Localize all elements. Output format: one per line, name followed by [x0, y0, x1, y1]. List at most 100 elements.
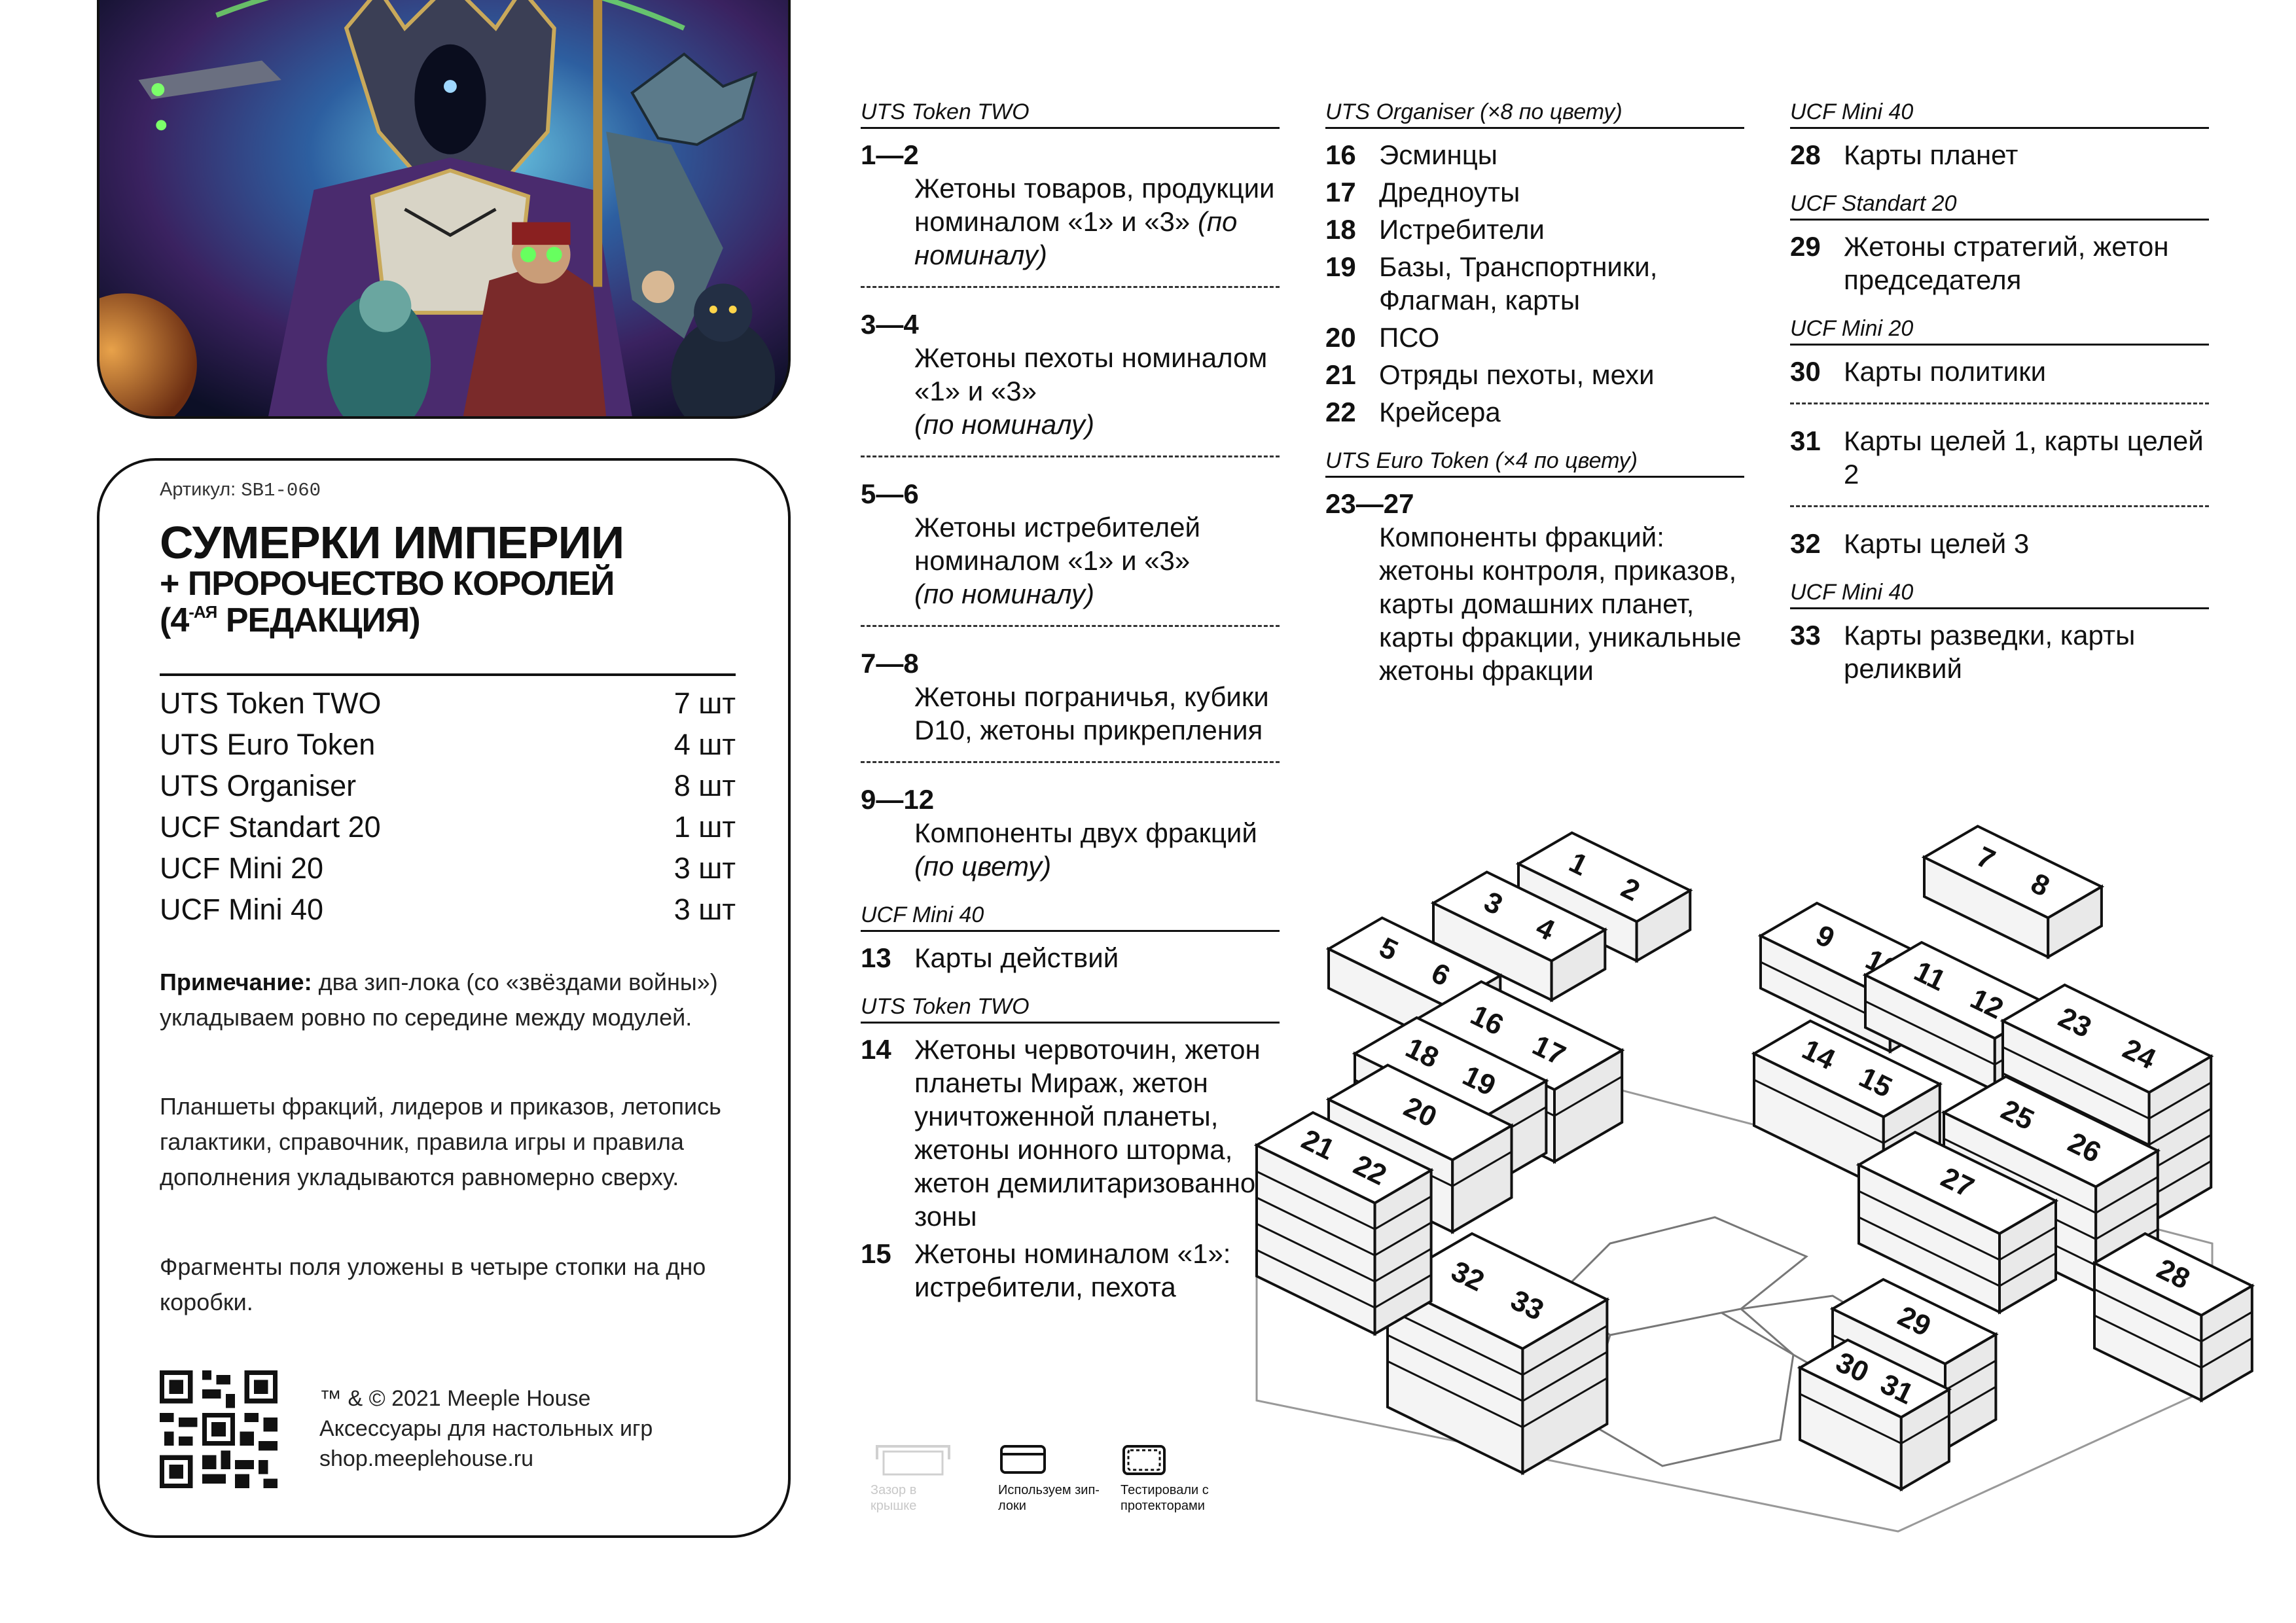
lid-gap-icon [876, 1445, 950, 1476]
credits: ™ & © 2021 Meeple House Аксессуары для н… [319, 1383, 653, 1474]
product-qty: 3 шт [673, 893, 736, 926]
entry-text: Истребители [1379, 214, 1545, 245]
organizer-box: 78 [1921, 825, 2105, 959]
section-heading: UCF Standart 20 [1790, 188, 2209, 221]
section-heading: UTS Organiser (×8 по цвету) [1325, 97, 1744, 129]
product-row: UCF Mini 20 3 шт [160, 847, 736, 889]
box-top-face [1856, 1130, 2059, 1236]
dashed-divider [861, 286, 1280, 288]
product-name: UCF Mini 40 [160, 893, 324, 926]
entry-text-italic: (по номиналу) [914, 579, 1094, 609]
copyright: ™ & © 2021 Meeple House [319, 1386, 591, 1411]
product-name: UCF Mini 20 [160, 851, 324, 885]
article-label: Артикул: [160, 479, 236, 500]
product-info-card: Артикул: SB1-060 Сумерки империи + проро… [97, 458, 791, 1538]
legend-gap: Зазор в крышке [870, 1440, 962, 1514]
section-heading: UTS Token TWO [861, 991, 1280, 1024]
spacer [1790, 564, 2209, 577]
entry-text: Отряды пехоты, мехи [1379, 359, 1655, 390]
dashed-divider [861, 761, 1280, 763]
box-rib [1858, 1216, 2056, 1287]
entry-text: Жетоны стратегий, жетон председателя [1844, 231, 2169, 295]
entry-text-italic: (по номиналу) [914, 409, 1094, 440]
product-qty: 7 шт [673, 687, 736, 720]
lid-gap-label: Зазор в крышке [870, 1483, 917, 1513]
entry-text: ПСО [1379, 322, 1440, 353]
product-name: UTS Organiser [160, 769, 357, 802]
section-heading: UCF Mini 40 [861, 900, 1280, 932]
box-rib [1387, 1334, 1608, 1402]
entry-text: Жетоны номиналом «1»: истребители, пехот… [914, 1238, 1231, 1302]
product-row: UTS Token TWO 7 шт [160, 683, 736, 724]
section-heading: UCF Mini 20 [1790, 313, 2209, 346]
note-paragraph-3: Фрагменты поля уложены в четыре стопки н… [160, 1253, 706, 1315]
entry-number: 32 [1790, 528, 1821, 559]
box-top-face [2091, 1232, 2255, 1317]
note-bold-label: Примечание: [160, 969, 312, 995]
title-line-3-sup: -ая [188, 602, 217, 622]
entry-number: 17 [1325, 177, 1356, 207]
box-top-face [1384, 1232, 1610, 1351]
section-heading: UCF Mini 40 [1790, 97, 2209, 129]
entry-number: 9—12 [861, 784, 935, 815]
tagline: Аксессуары для настольных игр [319, 1416, 653, 1441]
box-rib [1256, 1249, 1432, 1309]
box-rib [2094, 1288, 2253, 1343]
entry-number: 18 [1325, 214, 1356, 245]
box-top-face [1430, 870, 1608, 963]
box-top-face [1751, 1019, 1943, 1118]
entry-text: Карты целей 3 [1844, 528, 2030, 559]
qr-code-icon[interactable] [160, 1370, 278, 1488]
dashed-divider [1790, 505, 2209, 507]
entry-text-italic: (по номиналу) [914, 206, 1238, 270]
entry-text: Компоненты фракций: жетоны контроля, при… [1379, 522, 1742, 686]
entry-text-main: Жетоны пехоты номиналом «1» и «3» [914, 342, 1268, 406]
entry-32: 32 Карты целей 3 [1790, 527, 2209, 560]
entry-text: Эсминцы [1379, 139, 1498, 170]
box-rib [1943, 1137, 2159, 1215]
box-rib [1256, 1222, 1432, 1283]
section-heading: UTS Token TWO [861, 97, 1280, 129]
entry-text: Карты планет [1844, 139, 2018, 170]
entry-number: 33 [1790, 620, 1821, 651]
entry-number: 20 [1325, 322, 1356, 353]
product-qty: 3 шт [673, 851, 736, 885]
entry-text: Компоненты двух фракций (по цвету) [861, 816, 1280, 883]
entry-text: Карты целей 1, карты целей 2 [1844, 425, 2204, 490]
organizer-box: 34 [1430, 870, 1608, 1003]
product-title: Сумерки империи + пророчество королей (4… [160, 520, 762, 637]
entry-number: 5—6 [861, 478, 919, 509]
box-top-face [1797, 1338, 1952, 1419]
box-rib [1256, 1196, 1432, 1257]
organizer-box: 27 [1856, 1130, 2059, 1315]
box-top-face [1921, 825, 2105, 919]
entry-text-italic: (по цвету) [914, 851, 1052, 882]
entry-text: Жетоны пехоты номиналом «1» и «3»(по ном… [861, 341, 1280, 441]
organizer-box: 12 [1515, 831, 1693, 963]
shop-link[interactable]: shop.meeplehouse.ru [319, 1446, 534, 1471]
entry-text: Жетоны истребителей номиналом «1» и «3»(… [861, 510, 1280, 611]
box-rib [1387, 1360, 1608, 1429]
entry-number: 22 [1325, 397, 1356, 427]
product-name: UCF Standart 20 [160, 810, 381, 844]
sleeves-label: Тестировали с протекторами [1121, 1483, 1209, 1513]
dashed-divider [1790, 402, 2209, 404]
sleeves-icon [1122, 1445, 1166, 1475]
title-line-1: Сумерки империи [160, 517, 624, 568]
note-text: два зип-лока (со «звёздами войны») уклад… [160, 969, 718, 1031]
product-name: UTS Token TWO [160, 687, 382, 720]
legend-ziplock: Используем зип-локи [998, 1440, 1103, 1514]
